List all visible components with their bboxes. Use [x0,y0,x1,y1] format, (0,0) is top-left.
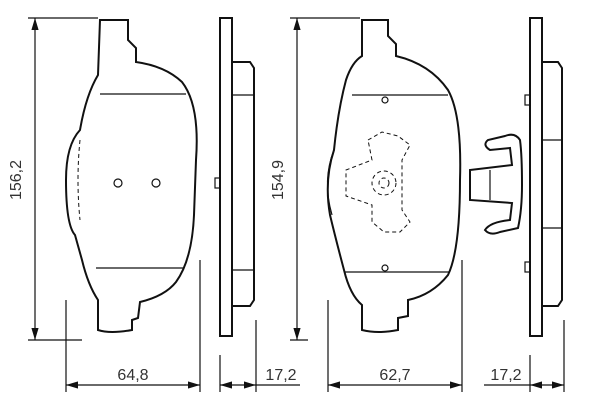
pad1-width-label: 64,8 [117,367,148,384]
pad2-thickness-label: 17,2 [490,367,521,384]
pad2-clip [469,133,524,235]
pad1-thickness-label: 17,2 [265,367,296,384]
pad1-height-label: 156,2 [8,160,25,200]
pad1-front-view [64,19,198,333]
pad2-side-view [524,17,563,337]
pad1-side-view [214,17,255,337]
dimension-lines [28,17,565,392]
pad2-width-label: 62,7 [379,367,410,384]
pad2-front-view [326,19,462,333]
pad2-height-label: 154,9 [270,160,287,200]
